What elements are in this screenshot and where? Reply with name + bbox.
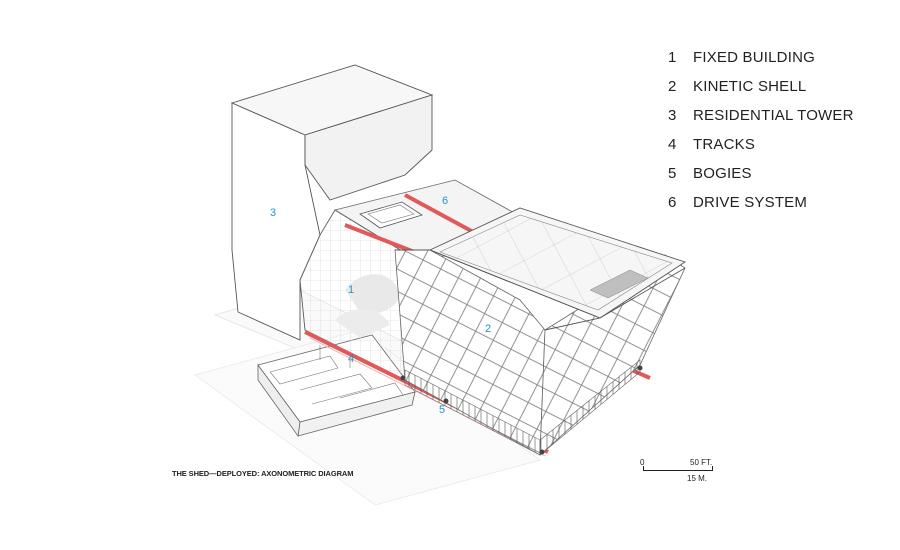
scale-tick (643, 466, 644, 471)
legend-label: DRIVE SYSTEM (693, 194, 808, 211)
residential-tower (230, 64, 434, 341)
legend-number: 5 (668, 165, 677, 182)
diagram-caption: THE SHED—DEPLOYED: AXONOMETRIC DIAGRAM (172, 469, 354, 478)
callout-residential-tower: 3 (270, 207, 276, 219)
scale-start-label: 0 (640, 458, 645, 467)
callout-tracks: 4 (348, 353, 354, 365)
legend-item: 2 KINETIC SHELL (668, 72, 854, 101)
legend-label: KINETIC SHELL (693, 78, 807, 95)
legend-label: TRACKS (693, 136, 756, 153)
callout-kinetic-shell: 2 (485, 323, 491, 335)
legend-number: 3 (668, 107, 677, 124)
legend-item: 1 FIXED BUILDING (668, 43, 854, 72)
legend-label: BOGIES (693, 165, 752, 182)
callout-drive-system: 6 (442, 195, 448, 207)
scale-tick (712, 466, 713, 471)
legend-item: 5 BOGIES (668, 159, 854, 188)
legend-number: 6 (668, 194, 677, 211)
bogies (400, 365, 643, 455)
fixed-building (299, 179, 547, 381)
scale-line (643, 470, 713, 471)
callout-bogies: 5 (439, 404, 445, 416)
legend-item: 4 TRACKS (668, 130, 854, 159)
legend: 1 FIXED BUILDING 2 KINETIC SHELL 3 RESIDENT… (668, 43, 854, 217)
legend-label: RESIDENTIAL TOWER (693, 107, 854, 124)
callout-fixed-building: 1 (348, 284, 354, 296)
legend-number: 4 (668, 136, 677, 153)
scale-bar: 0 50 FT. 15 M. (640, 458, 720, 488)
kinetic-shell (394, 207, 687, 456)
scale-meters-label: 15 M. (687, 474, 708, 483)
legend-number: 2 (668, 78, 677, 95)
legend-item: 3 RESIDENTIAL TOWER (668, 101, 854, 130)
legend-number: 1 (668, 49, 677, 66)
legend-item: 6 DRIVE SYSTEM (668, 188, 854, 217)
legend-label: FIXED BUILDING (693, 49, 815, 66)
scale-feet-label: 50 FT. (690, 458, 713, 467)
